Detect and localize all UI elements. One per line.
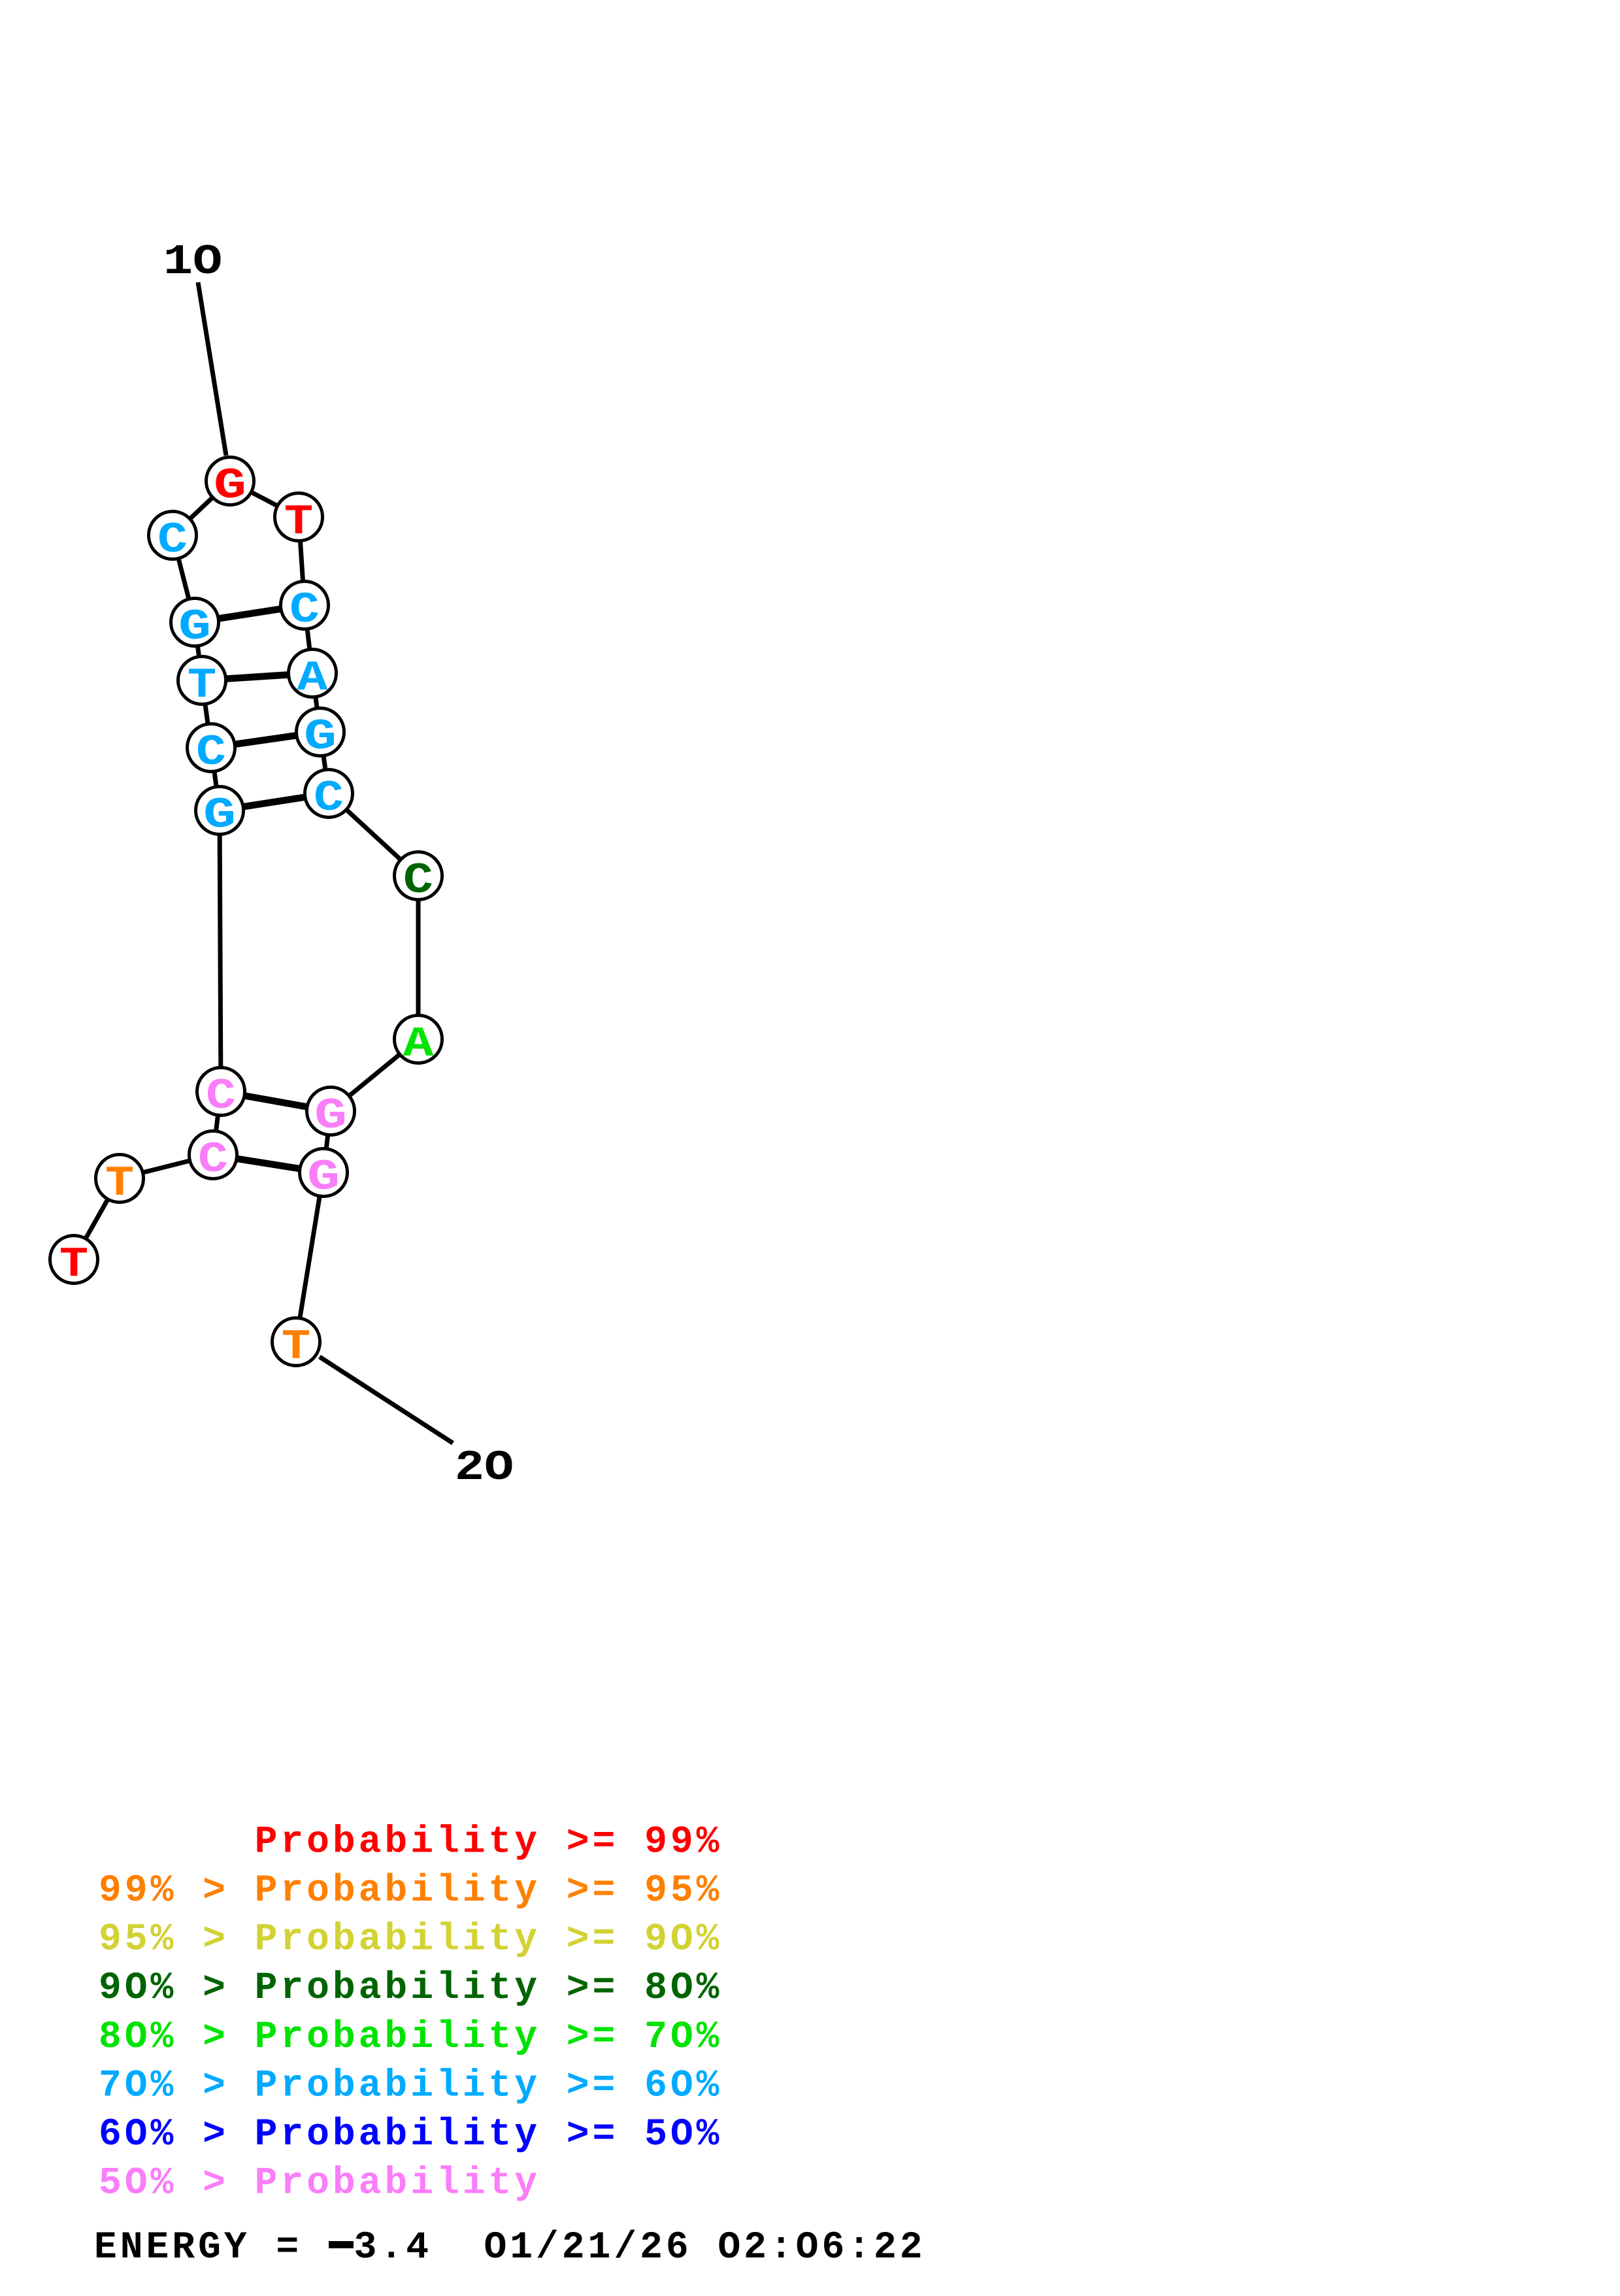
svg-text:G: G xyxy=(314,1093,347,1140)
svg-text:7O% > Probability >= 6O%: 7O% > Probability >= 6O% xyxy=(99,2065,722,2107)
svg-text:T: T xyxy=(59,1240,88,1289)
svg-text:8O% > Probability >= 7O%: 8O% > Probability >= 7O% xyxy=(99,2016,722,2059)
svg-text:C: C xyxy=(289,587,320,635)
svg-text:C: C xyxy=(206,1073,236,1122)
svg-text:T: T xyxy=(284,498,313,546)
svg-text:99% > Probability >= 95%: 99% > Probability >= 95% xyxy=(99,1870,722,1912)
svg-text:T: T xyxy=(282,1323,310,1371)
svg-text:ENERGY = 3.4 O1/21/26 O2:O6:: ENERGY = 3.4 O1/21/26 O2:O6:22 xyxy=(94,2227,926,2269)
svg-text:G: G xyxy=(178,604,211,652)
svg-text:T: T xyxy=(105,1159,134,1208)
svg-text:5O% > Probability: 5O% > Probability xyxy=(99,2163,540,2205)
svg-text:6O% > Probability >= 5O%: 6O% > Probability >= 5O% xyxy=(99,2114,722,2156)
svg-text:C: C xyxy=(196,729,226,778)
svg-text:95% > Probability >= 9O%: 95% > Probability >= 9O% xyxy=(99,1919,722,1961)
svg-text:G: G xyxy=(203,792,236,840)
svg-text:G: G xyxy=(304,714,337,761)
svg-text:T: T xyxy=(188,661,216,710)
svg-text:C: C xyxy=(314,775,344,824)
svg-text:C: C xyxy=(157,517,188,565)
svg-text:1O: 1O xyxy=(163,238,222,286)
svg-text:C: C xyxy=(403,857,433,906)
svg-text:G: G xyxy=(214,463,246,510)
svg-text:G: G xyxy=(307,1154,340,1202)
svg-text:Probability >= 99%: Probability >= 99% xyxy=(99,1822,722,1864)
svg-text:A: A xyxy=(403,1020,435,1069)
svg-text:A: A xyxy=(297,654,329,703)
svg-text:9O% > Probability >= 8O%: 9O% > Probability >= 8O% xyxy=(99,1967,722,2010)
svg-text:2O: 2O xyxy=(455,1444,514,1492)
svg-text:C: C xyxy=(198,1137,228,1185)
